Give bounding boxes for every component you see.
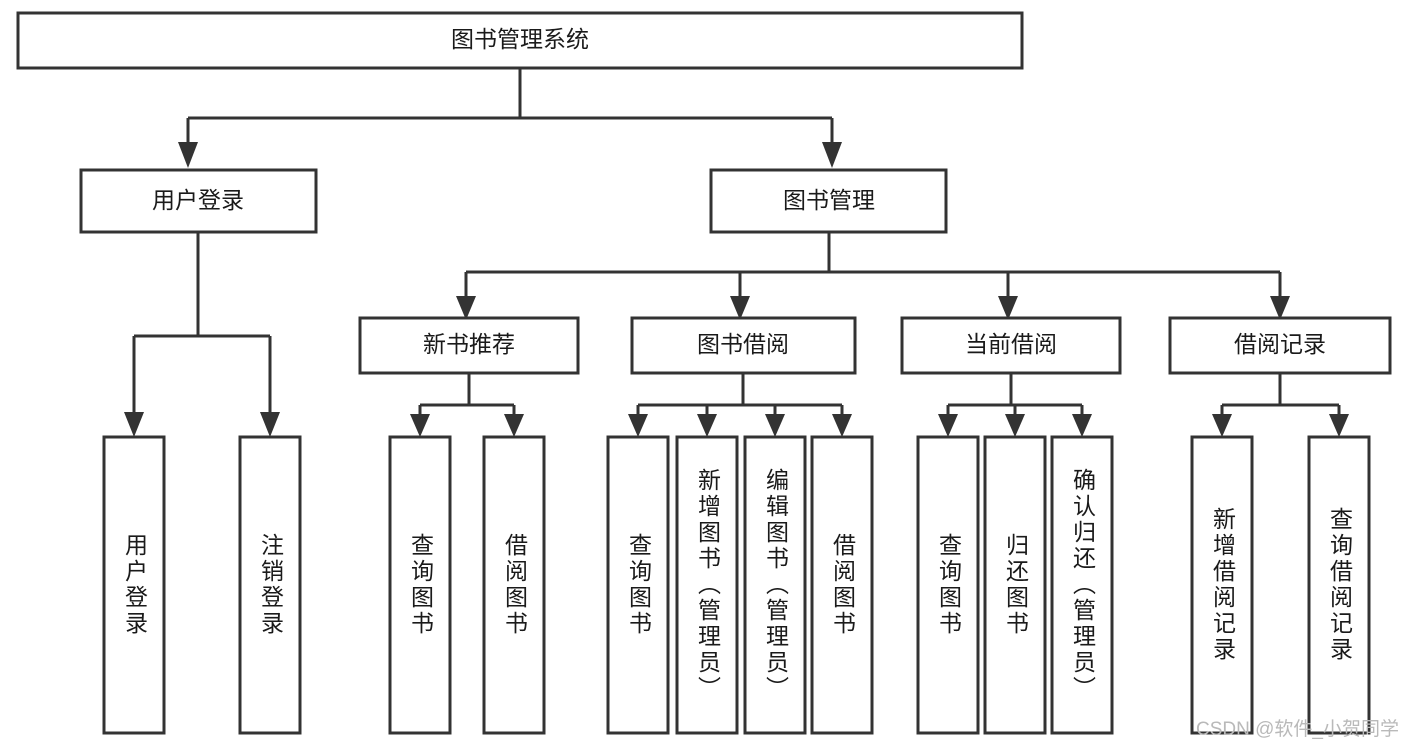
node-label-root: 图书管理系统 xyxy=(451,26,589,52)
connector-book-borrow-to-leaves xyxy=(628,373,852,437)
leaf-box-logout[interactable] xyxy=(238,435,302,735)
leaf-box-return-book[interactable] xyxy=(983,435,1047,735)
connector-root-to-level2 xyxy=(178,68,842,168)
node-label-borrow-record: 借阅记录 xyxy=(1234,331,1326,357)
connector-book-manage-to-level3 xyxy=(456,232,1290,320)
leaf-box-query-book-current[interactable] xyxy=(916,435,980,735)
arrow-icon-leaf-13 xyxy=(1329,414,1349,437)
leaf-box-borrow-book-recommend[interactable] xyxy=(482,435,546,735)
leaf-label-add-book-admin: 新增图书（管理员） xyxy=(694,468,721,702)
leaf-box-confirm-return-admin[interactable] xyxy=(1050,435,1114,735)
leaf-box-borrow-book[interactable] xyxy=(810,435,874,735)
leaf-label-confirm-return-admin: 确认归还（管理员） xyxy=(1069,468,1096,702)
node-label-book-manage: 图书管理 xyxy=(783,187,875,213)
connector-new-book-to-leaves xyxy=(410,373,524,437)
arrow-icon-leaf-8 xyxy=(832,414,852,437)
arrow-icon-leaf-12 xyxy=(1212,414,1232,437)
arrow-icon-current-borrow xyxy=(998,296,1018,320)
arrow-icon-leaf-6 xyxy=(697,414,717,437)
node-label-current-borrow: 当前借阅 xyxy=(965,331,1057,357)
leaf-label-return-book: 归还图书 xyxy=(1002,533,1029,637)
arrow-icon-leaf-5 xyxy=(628,414,648,437)
leaf-label-query-book-recommend: 查询图书 xyxy=(407,533,434,637)
watermark-text: CSDN @软件_小贺同学 xyxy=(1196,719,1399,740)
arrow-icon-leaf-7 xyxy=(765,414,785,437)
leaf-box-query-book-borrow[interactable] xyxy=(606,435,670,735)
node-box-book-borrow[interactable] xyxy=(630,316,857,375)
node-box-current-borrow[interactable] xyxy=(900,316,1122,375)
leaf-box-edit-book-admin[interactable] xyxy=(743,435,807,735)
arrow-icon-user-login xyxy=(178,142,198,168)
node-label-new-book-recommend: 新书推荐 xyxy=(423,331,515,357)
node-label-user-login: 用户登录 xyxy=(152,187,244,213)
leaf-label-borrow-book-recommend: 借阅图书 xyxy=(501,533,528,637)
node-box-root[interactable] xyxy=(16,11,1024,70)
node-box-borrow-record[interactable] xyxy=(1168,316,1392,375)
arrow-icon-new-book xyxy=(456,296,476,320)
arrow-icon-leaf-1 xyxy=(124,412,144,437)
leaf-box-user-login[interactable] xyxy=(102,435,166,735)
leaf-label-query-borrow-record: 查询借阅记录 xyxy=(1326,507,1353,663)
connector-current-borrow-to-leaves xyxy=(938,373,1092,437)
arrow-icon-leaf-11 xyxy=(1072,414,1092,437)
node-box-user-login[interactable] xyxy=(79,168,318,234)
arrow-icon-leaf-3 xyxy=(410,414,430,437)
node-box-new-book-recommend[interactable] xyxy=(358,316,580,375)
arrow-icon-book-manage xyxy=(822,142,842,168)
arrow-icon-leaf-9 xyxy=(938,414,958,437)
leaf-label-logout: 注销登录 xyxy=(257,533,284,637)
leaf-label-query-book-borrow: 查询图书 xyxy=(625,533,652,637)
leaf-box-add-book-admin[interactable] xyxy=(675,435,739,735)
arrow-icon-book-borrow xyxy=(730,296,750,320)
leaf-label-user-login: 用户登录 xyxy=(121,533,148,637)
leaf-label-add-borrow-record: 新增借阅记录 xyxy=(1209,507,1236,663)
node-box-book-manage[interactable] xyxy=(709,168,948,234)
leaf-box-add-borrow-record[interactable] xyxy=(1190,435,1254,735)
arrow-icon-leaf-4 xyxy=(504,414,524,437)
leaf-label-borrow-book: 借阅图书 xyxy=(829,533,856,637)
arrow-icon-leaf-2 xyxy=(260,412,280,437)
leaf-box-query-borrow-record[interactable] xyxy=(1307,435,1371,735)
connector-user-login-to-leaves xyxy=(124,232,280,437)
connector-borrow-record-to-leaves xyxy=(1212,373,1349,437)
leaf-label-query-book-current: 查询图书 xyxy=(935,533,962,637)
leaf-box-query-book-recommend[interactable] xyxy=(388,435,452,735)
arrow-icon-borrow-record xyxy=(1270,296,1290,320)
leaf-label-edit-book-admin: 编辑图书（管理员） xyxy=(762,468,789,702)
arrow-icon-leaf-10 xyxy=(1005,414,1025,437)
node-label-book-borrow: 图书借阅 xyxy=(697,331,789,357)
